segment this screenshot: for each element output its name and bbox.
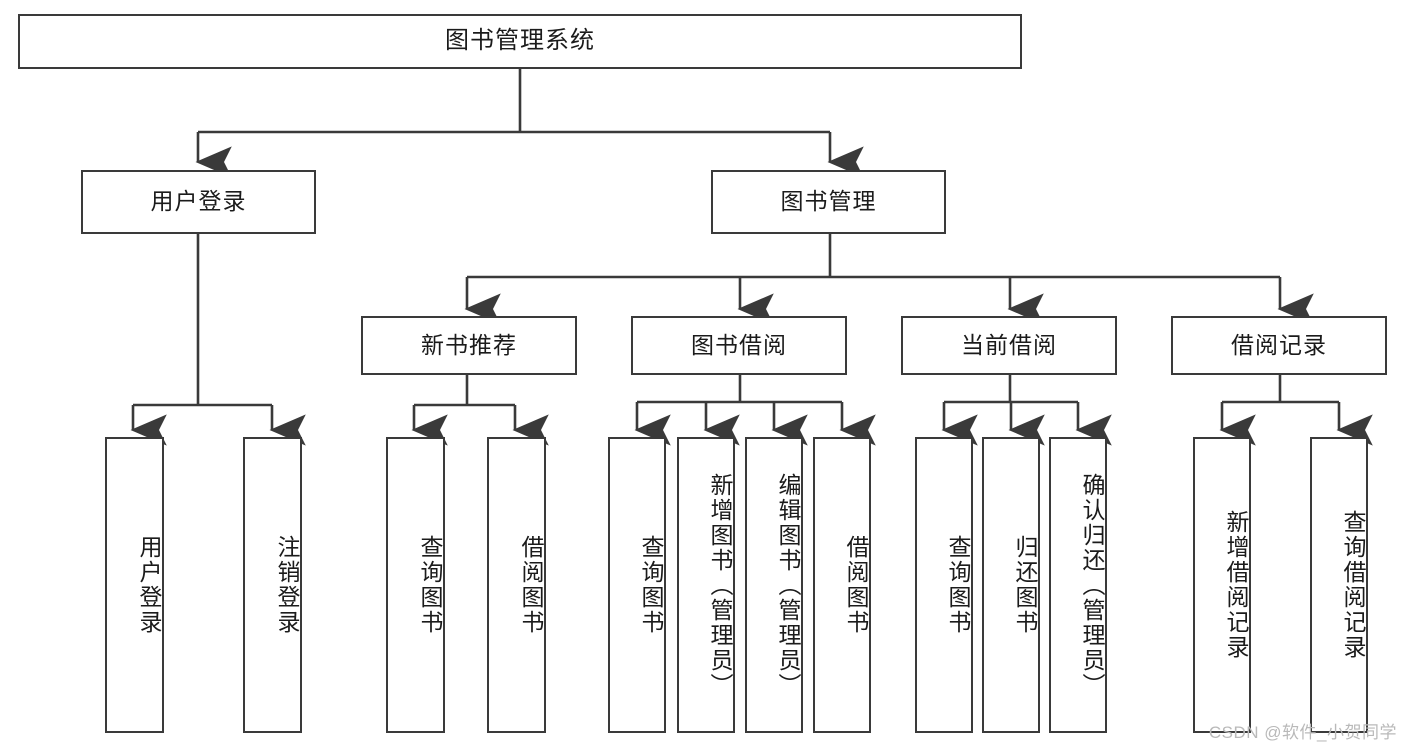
node-borrowing-record[interactable]: 借阅记录 xyxy=(1171,316,1387,375)
leaf-current-borrow-return-book[interactable]: 归还图书 xyxy=(982,437,1040,733)
leaf-current-borrow-confirm-return-admin[interactable]: 确认归还（管理员） xyxy=(1049,437,1107,733)
leaf-borrow-record-add-record[interactable]: 新增借阅记录 xyxy=(1193,437,1251,733)
leaf-user-login-logout[interactable]: 注销登录 xyxy=(243,437,302,733)
leaf-label: 查询图书 xyxy=(417,535,443,635)
leaf-book-borrow-edit-book-admin[interactable]: 编辑图书（管理员） xyxy=(745,437,803,733)
leaf-label: 借阅图书 xyxy=(518,535,544,635)
leaf-label: 确认归还（管理员） xyxy=(1079,472,1105,698)
leaf-current-borrow-query-book[interactable]: 查询图书 xyxy=(915,437,973,733)
leaf-label: 用户登录 xyxy=(136,535,162,635)
leaf-label: 新增图书（管理员） xyxy=(707,472,733,698)
leaf-user-login-login[interactable]: 用户登录 xyxy=(105,437,164,733)
leaf-label: 归还图书 xyxy=(1012,535,1038,635)
leaf-book-borrow-borrow-book[interactable]: 借阅图书 xyxy=(813,437,871,733)
leaf-new-book-borrow-book[interactable]: 借阅图书 xyxy=(487,437,546,733)
node-user-login[interactable]: 用户登录 xyxy=(81,170,316,234)
node-current-borrowing[interactable]: 当前借阅 xyxy=(901,316,1117,375)
node-root-library-management-system[interactable]: 图书管理系统 xyxy=(18,14,1022,69)
node-book-management[interactable]: 图书管理 xyxy=(711,170,946,234)
leaf-label: 查询图书 xyxy=(945,535,971,635)
leaf-label: 查询借阅记录 xyxy=(1340,510,1366,660)
leaf-label: 编辑图书（管理员） xyxy=(775,472,801,698)
leaf-book-borrow-query-book[interactable]: 查询图书 xyxy=(608,437,666,733)
leaf-label: 查询图书 xyxy=(638,535,664,635)
leaf-label: 注销登录 xyxy=(274,535,300,635)
leaf-new-book-query-book[interactable]: 查询图书 xyxy=(386,437,445,733)
node-new-book-recommendation[interactable]: 新书推荐 xyxy=(361,316,577,375)
node-book-borrowing[interactable]: 图书借阅 xyxy=(631,316,847,375)
csdn-watermark: CSDN @软件_小贺同学 xyxy=(1208,723,1397,742)
leaf-borrow-record-query-record[interactable]: 查询借阅记录 xyxy=(1310,437,1368,733)
leaf-book-borrow-add-book-admin[interactable]: 新增图书（管理员） xyxy=(677,437,735,733)
leaf-label: 新增借阅记录 xyxy=(1223,510,1249,660)
leaf-label: 借阅图书 xyxy=(843,535,869,635)
